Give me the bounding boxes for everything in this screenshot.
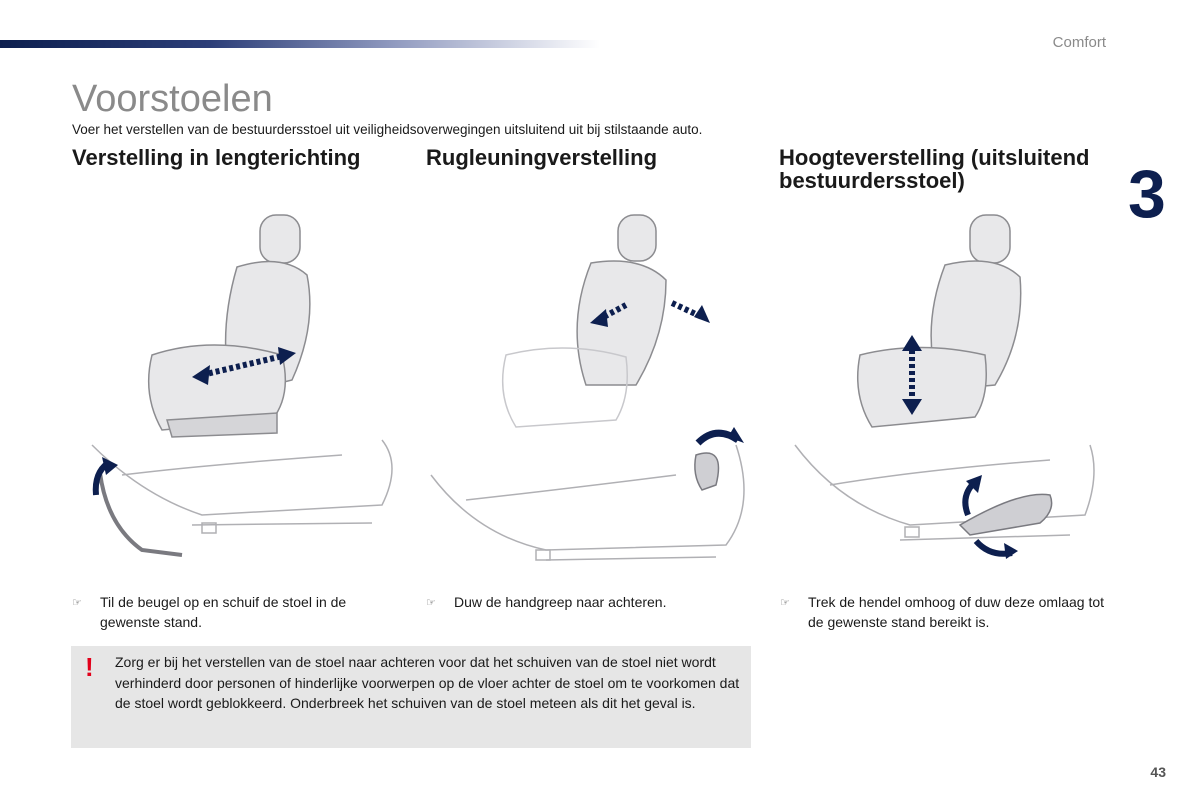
seat-height-illustration <box>780 205 1110 585</box>
pointing-hand-icon: ☞ <box>426 593 436 613</box>
heading-longitudinal: Verstelling in lengterichting <box>72 146 412 169</box>
instruction-text: Duw de handgreep naar achteren. <box>454 592 754 612</box>
section-label: Comfort <box>1053 34 1106 51</box>
page-number: 43 <box>1150 764 1166 780</box>
warning-box: ! Zorg er bij het verstellen van de stoe… <box>71 646 751 748</box>
seat-longitudinal-illustration <box>82 205 412 585</box>
warning-icon: ! <box>85 652 94 683</box>
header-gradient-bar <box>0 40 600 48</box>
warning-text: Zorg er bij het verstellen van de stoel … <box>115 652 741 714</box>
pointing-hand-icon: ☞ <box>780 593 790 613</box>
intro-text: Voer het verstellen van de bestuurdersst… <box>72 122 702 137</box>
pointing-hand-icon: ☞ <box>72 593 82 613</box>
seat-backrest-illustration <box>426 205 756 585</box>
heading-height: Hoogteverstelling (uitsluitend bestuurde… <box>779 146 1119 192</box>
page-title: Voorstoelen <box>72 78 273 121</box>
heading-backrest: Rugleuningverstelling <box>426 146 766 169</box>
instruction-text: Til de beugel op en schuif de stoel in d… <box>100 592 400 632</box>
instruction-text: Trek de hendel omhoog of duw deze omlaag… <box>808 592 1108 632</box>
chapter-number: 3 <box>1128 160 1166 228</box>
